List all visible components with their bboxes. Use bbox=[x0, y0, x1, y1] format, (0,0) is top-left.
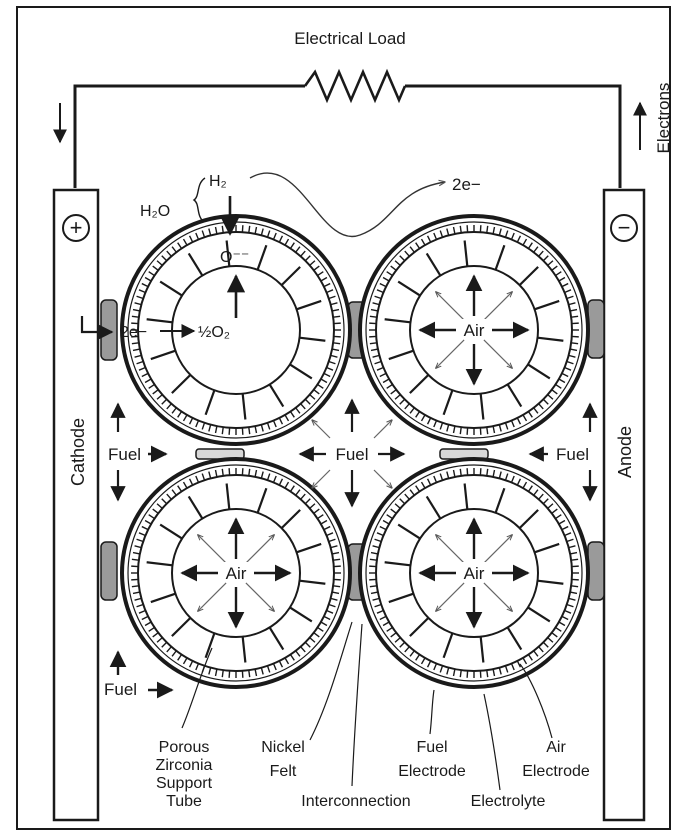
cell-top-right: Air bbox=[360, 216, 588, 444]
fuel-label-bottom: Fuel bbox=[104, 680, 137, 699]
electron-label: 2e− bbox=[452, 175, 481, 194]
electrical-load-label: Electrical Load bbox=[294, 29, 406, 48]
svg-text:Support: Support bbox=[156, 775, 213, 792]
cathode-label: Cathode bbox=[68, 418, 88, 486]
svg-text:Tube: Tube bbox=[166, 793, 202, 810]
support-tube-callout: Porous Zirconia Support Tube bbox=[156, 739, 213, 810]
svg-text:Air: Air bbox=[546, 739, 566, 756]
air-electrode-callout: Air Electrode bbox=[522, 739, 590, 780]
air-label: Air bbox=[464, 564, 485, 583]
interconnection-callout: Interconnection bbox=[301, 793, 410, 810]
cathode-bar bbox=[54, 190, 98, 820]
electrons-reaction-label: 2e− bbox=[120, 324, 147, 341]
nickel-felt-callout: Nickel Felt bbox=[261, 739, 305, 780]
fuel-electrode-callout: Fuel Electrode bbox=[398, 739, 466, 780]
positive-symbol: + bbox=[70, 215, 83, 240]
hydrogen-label: H₂ bbox=[209, 173, 227, 190]
cell-bottom-left: Air bbox=[122, 459, 350, 687]
electrolyte-callout: Electrolyte bbox=[471, 793, 546, 810]
svg-text:Electrode: Electrode bbox=[522, 763, 590, 780]
water-label: H₂O bbox=[140, 203, 170, 220]
anode-bar bbox=[604, 190, 644, 820]
fuel-label-left: Fuel bbox=[108, 445, 141, 464]
resistor-symbol bbox=[305, 72, 405, 100]
diagram-frame bbox=[17, 7, 670, 829]
air-label: Air bbox=[464, 321, 485, 340]
svg-text:Nickel: Nickel bbox=[261, 739, 305, 756]
external-circuit bbox=[75, 72, 620, 188]
svg-text:Zirconia: Zirconia bbox=[156, 757, 213, 774]
fuel-label-center: Fuel bbox=[335, 445, 368, 464]
negative-symbol: − bbox=[618, 215, 631, 240]
cell-bottom-right: Air bbox=[360, 459, 588, 687]
oxide-ion-label: O⁻⁻ bbox=[220, 249, 249, 266]
svg-text:Porous: Porous bbox=[159, 739, 210, 756]
reaction-brace bbox=[194, 178, 205, 222]
electrons-label: Electrons bbox=[654, 83, 673, 154]
svg-text:Fuel: Fuel bbox=[416, 739, 447, 756]
air-label: Air bbox=[226, 564, 247, 583]
anode-label: Anode bbox=[615, 426, 635, 478]
oxygen-label: ½O₂ bbox=[198, 324, 230, 341]
fuel-label-right: Fuel bbox=[556, 445, 589, 464]
svg-text:Electrode: Electrode bbox=[398, 763, 466, 780]
svg-text:Felt: Felt bbox=[270, 763, 297, 780]
